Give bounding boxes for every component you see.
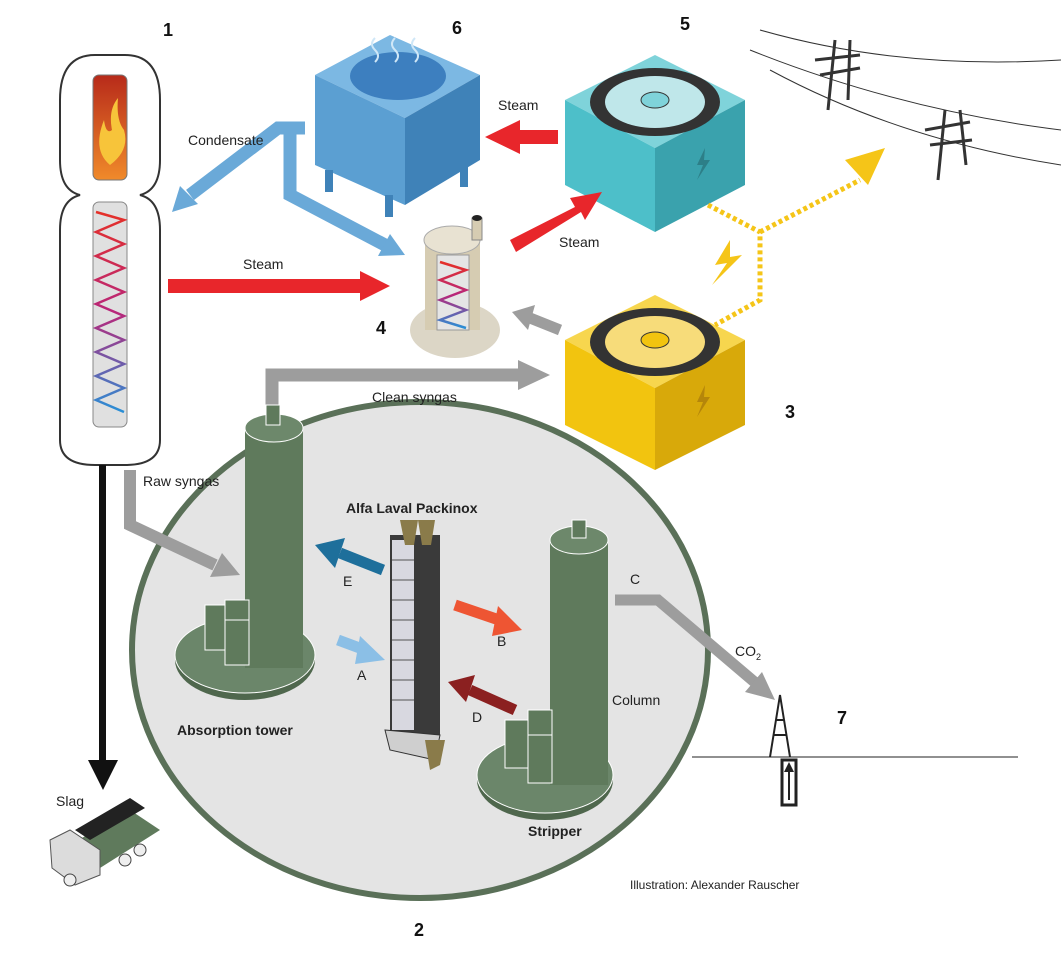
lightning-icon: [697, 148, 710, 180]
flame-icon: [99, 98, 126, 165]
heat-recovery-steam-generator: [410, 215, 500, 358]
exhaust-arrow: [527, 312, 563, 336]
packinox-heat-exchanger: [384, 520, 445, 770]
slag-arrow: [99, 465, 106, 765]
condenser: [315, 35, 480, 217]
label-1: 1: [163, 20, 173, 40]
lightning-icon: [712, 240, 742, 285]
packinox-label: Alfa Laval Packinox: [346, 500, 478, 516]
steam-turbine: [565, 55, 745, 232]
condensate-label: Condensate: [188, 132, 264, 148]
truck-icon: [49, 798, 160, 887]
heating-coil: [92, 210, 128, 414]
label-c: C: [630, 571, 640, 587]
slag-label: Slag: [56, 793, 84, 809]
stripper-label: Stripper: [528, 823, 582, 839]
label-4: 4: [376, 318, 386, 338]
lightning-icon: [697, 385, 710, 417]
steam-label-mid: Steam: [559, 234, 599, 250]
label-b: B: [497, 633, 506, 649]
label-5: 5: [680, 14, 690, 34]
raw-syngas-label: Raw syngas: [143, 473, 219, 489]
condensate-arrow-to-hrsg: [283, 128, 389, 251]
gas-turbine: [565, 295, 745, 470]
label-a: A: [357, 667, 367, 683]
co2-storage-well: [692, 694, 1018, 807]
label-3: 3: [785, 402, 795, 422]
label-2: 2: [414, 920, 424, 940]
column-label: Column: [612, 692, 660, 708]
steam-arrow-turbine-to-condenser: [485, 120, 558, 154]
power-export-line: [706, 177, 862, 328]
gasifier: [59, 54, 161, 466]
arrow-d: [467, 684, 518, 716]
steam-label-top: Steam: [498, 97, 538, 113]
power-lines: [749, 29, 1061, 181]
arrow-e: [337, 547, 386, 576]
stripper-column: [476, 519, 614, 820]
steam-label-left: Steam: [243, 256, 283, 272]
label-e: E: [343, 573, 352, 589]
slag-arrow-head: [88, 760, 118, 790]
co2-arrow: [615, 594, 762, 690]
raw-syngas-arrow: [124, 470, 218, 571]
co2-label: CO2: [735, 643, 761, 662]
illustration-credit: Illustration: Alexander Rauscher: [630, 878, 799, 892]
clean-syngas-label: Clean syngas: [372, 389, 457, 405]
steam-arrow-gasifier-to-hrsg: [168, 271, 390, 301]
label-d: D: [472, 709, 482, 725]
label-7: 7: [837, 708, 847, 728]
absorption-tower: [174, 404, 316, 700]
absorption-tower-label: Absorption tower: [177, 722, 293, 738]
clean-syngas-arrow: [265, 368, 520, 410]
steam-arrow-hrsg-to-turbine: [510, 192, 602, 252]
label-6: 6: [452, 18, 462, 38]
